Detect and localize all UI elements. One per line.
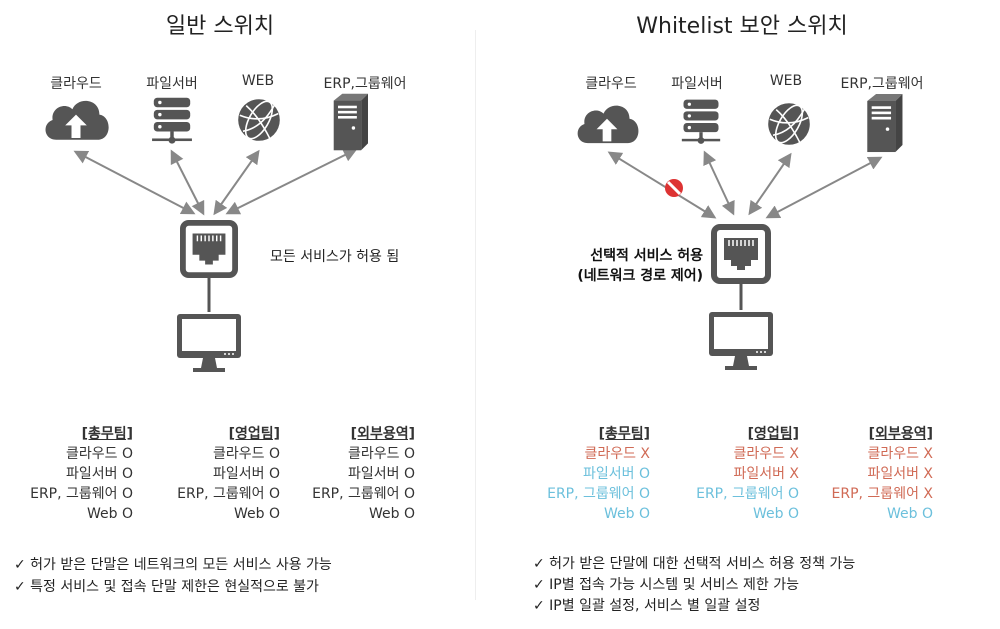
service-label-cloud: 클라우드 xyxy=(585,76,637,92)
network-switch-icon xyxy=(711,224,771,284)
check-item: ✓ IP별 접속 가능 시스템 및 서비스 제한 가능 xyxy=(533,577,799,593)
team-row: 클라우드 O xyxy=(66,446,133,462)
check-item: ✓ IP별 일괄 설정, 서비스 별 일괄 설정 xyxy=(533,598,761,614)
cloud-upload-icon xyxy=(572,98,642,150)
switch-note-line: (네트워크 경로 제어) xyxy=(577,268,703,284)
monitor-icon xyxy=(175,312,243,374)
team-row: 파일서버 X xyxy=(733,466,799,482)
team-row: 클라우드 X xyxy=(733,446,799,462)
arrow-fileserver xyxy=(703,150,735,216)
team-row: ERP, 그룹웨어 O xyxy=(696,486,799,502)
team-name: [총무팀] xyxy=(81,426,133,442)
team-row: ERP, 그룹웨어 O xyxy=(547,486,650,502)
panel-divider xyxy=(475,30,476,600)
team-row: ERP, 그룹웨어 O xyxy=(312,486,415,502)
team-row: 파일서버 O xyxy=(348,466,415,482)
globe-icon xyxy=(235,96,283,144)
service-label-fileserver: 파일서버 xyxy=(146,76,198,92)
team-row: Web O xyxy=(753,506,799,522)
service-label-fileserver: 파일서버 xyxy=(671,76,723,92)
team-row: 클라우드 O xyxy=(348,446,415,462)
switch-note-line: 선택적 서비스 허용 xyxy=(590,248,703,264)
team-name: [외부용역] xyxy=(868,426,933,442)
arrow-web xyxy=(748,152,792,216)
team-column: [영업팀] 클라우드 X 파일서버 X ERP, 그룹웨어 O Web O xyxy=(639,424,799,524)
check-item: ✓ 특정 서비스 및 접속 단말 제한은 현실적으로 불가 xyxy=(14,579,319,595)
arrow-erp xyxy=(225,148,358,215)
team-row: ERP, 그룹웨어 O xyxy=(177,486,280,502)
team-row: 파일서버 O xyxy=(66,466,133,482)
arrow-cloud xyxy=(607,151,717,219)
team-row: 파일서버 X xyxy=(867,466,933,482)
globe-icon xyxy=(765,100,813,148)
team-row: ERP, 그룹웨어 O xyxy=(30,486,133,502)
service-label-erp: ERP,그룹웨어 xyxy=(840,76,924,92)
server-tower-icon xyxy=(328,92,372,152)
team-column: [영업팀] 클라우드 O 파일서버 O ERP, 그룹웨어 O Web O xyxy=(120,424,280,524)
service-label-web: WEB xyxy=(769,73,803,89)
file-server-icon xyxy=(680,98,722,148)
switch-note: 선택적 서비스 허용 (네트워크 경로 제어) xyxy=(545,246,703,286)
arrow-cloud xyxy=(73,150,196,215)
right-title: Whitelist 보안 스위치 xyxy=(636,14,848,39)
switch-note: 모든 서비스가 허용 됨 xyxy=(270,249,400,265)
team-row: Web O xyxy=(87,506,133,522)
team-row: ERP, 그룹웨어 X xyxy=(831,486,933,502)
left-title: 일반 스위치 xyxy=(165,14,275,39)
team-name: [영업팀] xyxy=(228,426,280,442)
team-row: 클라우드 O xyxy=(213,446,280,462)
network-switch-icon xyxy=(180,220,238,278)
team-row: 파일서버 O xyxy=(583,466,650,482)
team-row: 클라우드 X xyxy=(867,446,933,462)
arrow-erp xyxy=(765,156,883,219)
team-row: Web O xyxy=(234,506,280,522)
service-label-cloud: 클라우드 xyxy=(50,76,102,92)
check-item: ✓ 허가 받은 단말은 네트워크의 모든 서비스 사용 가능 xyxy=(14,557,332,573)
service-label-web: WEB xyxy=(241,73,275,89)
team-name: [총무팀] xyxy=(598,426,650,442)
monitor-icon xyxy=(707,310,775,372)
team-column: [총무팀] 클라우드 O 파일서버 O ERP, 그룹웨어 O Web O xyxy=(0,424,133,524)
team-row: Web O xyxy=(887,506,933,522)
team-name: [외부용역] xyxy=(350,426,415,442)
team-row: 클라우드 X xyxy=(584,446,650,462)
checklist: ✓ 허가 받은 단말에 대한 선택적 서비스 허용 정책 가능 ✓ IP별 접속… xyxy=(533,554,855,617)
arrow-fileserver xyxy=(170,149,205,216)
file-server-icon xyxy=(150,96,194,148)
service-label-erp: ERP,그룹웨어 xyxy=(323,76,407,92)
team-column: [총무팀] 클라우드 X 파일서버 O ERP, 그룹웨어 O Web O xyxy=(490,424,650,524)
checklist: ✓ 허가 받은 단말은 네트워크의 모든 서비스 사용 가능 ✓ 특정 서비스 … xyxy=(14,554,332,598)
arrow-web xyxy=(213,149,260,216)
team-name: [영업팀] xyxy=(747,426,799,442)
blocked-icon xyxy=(665,179,683,197)
team-row: 파일서버 O xyxy=(213,466,280,482)
team-row: Web O xyxy=(369,506,415,522)
server-tower-icon xyxy=(862,92,906,154)
team-row: Web O xyxy=(604,506,650,522)
check-item: ✓ 허가 받은 단말에 대한 선택적 서비스 허용 정책 가능 xyxy=(533,556,856,572)
team-column: [외부용역] 클라우드 X 파일서버 X ERP, 그룹웨어 X Web O xyxy=(773,424,933,524)
team-column: [외부용역] 클라우드 O 파일서버 O ERP, 그룹웨어 O Web O xyxy=(255,424,415,524)
cloud-upload-icon xyxy=(40,93,112,147)
